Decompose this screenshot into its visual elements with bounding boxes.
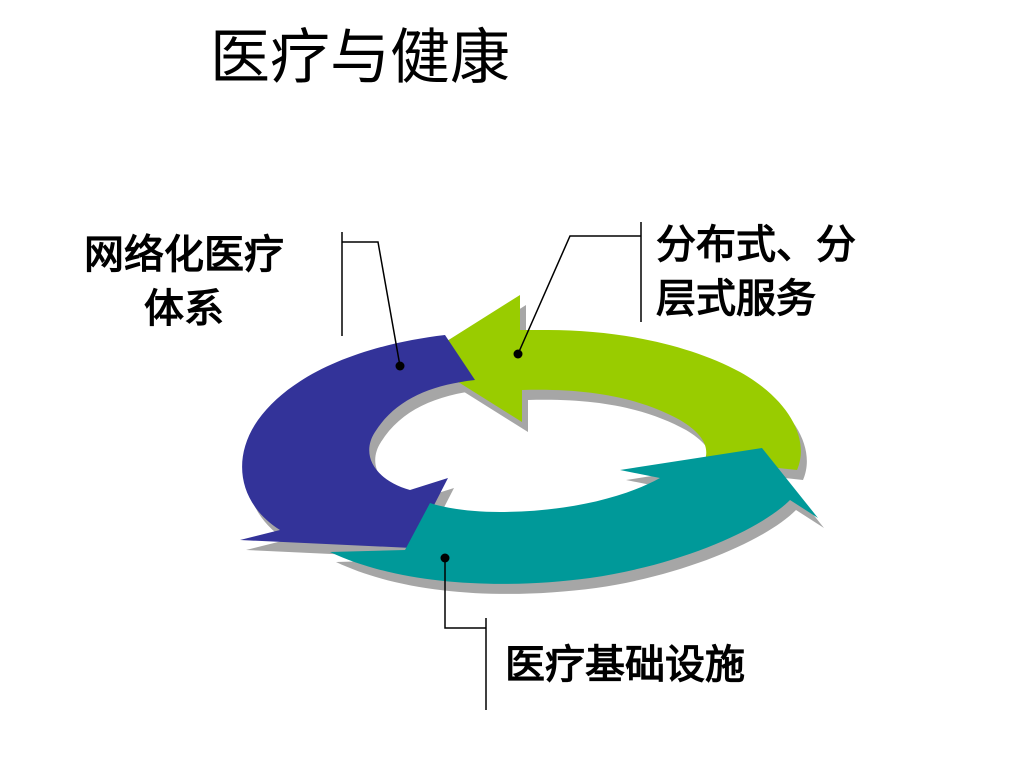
label-distributed-layered-service: 分布式、分 层式服务 [656,218,936,326]
label-networked-medical-system: 网络化医疗 体系 [44,228,324,336]
blue-arrow [240,335,475,548]
label-line: 体系 [144,286,224,332]
leader-left [341,232,405,371]
label-line: 医疗基础设施 [505,642,745,688]
leader-right [513,222,642,359]
teal-arrow [330,448,818,584]
leader-bottom [440,553,487,710]
label-line: 层式服务 [656,276,816,322]
page-title: 医疗与健康 [210,23,510,93]
label-line: 网络化医疗 [84,232,284,278]
label-line: 分布式、分 [656,222,856,268]
label-medical-infrastructure: 医疗基础设施 [505,638,845,692]
green-arrow [420,295,801,470]
